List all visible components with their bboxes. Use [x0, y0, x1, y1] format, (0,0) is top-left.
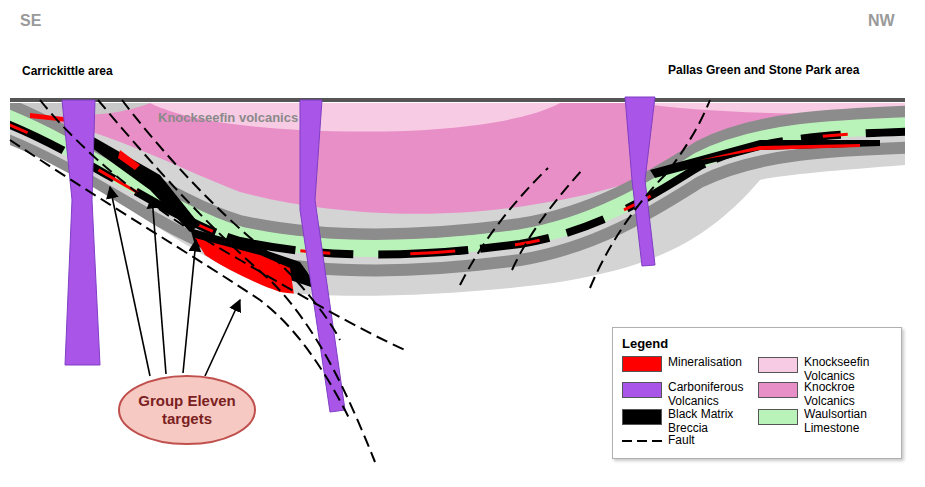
legend-swatch — [622, 409, 662, 425]
legend-fault-sample — [622, 436, 662, 446]
legend-text: Black Matrix Breccia — [668, 408, 758, 436]
direction-label: NW — [868, 12, 895, 30]
legend-swatch — [758, 409, 798, 425]
target-ellipse: Group Eleven targets — [117, 374, 257, 446]
legend-text: Mineralisation — [668, 356, 758, 370]
legend-swatch — [758, 357, 798, 373]
legend-text: Carboniferous Volcanics — [668, 381, 758, 409]
legend-text: Waulsortian Limestone — [804, 408, 894, 436]
direction-label: SE — [20, 12, 41, 30]
area-label: Pallas Green and Stone Park area — [668, 63, 859, 77]
legend-swatch — [622, 356, 662, 372]
legend-title: Legend — [622, 336, 668, 351]
legend-text: Fault — [668, 434, 758, 448]
legend-text: Knockroe Volcanics — [804, 381, 894, 409]
target-text: Group Eleven targets — [135, 392, 239, 428]
unit-label: Knockseefin volcanics — [158, 110, 298, 125]
legend-text: Knockseefin Volcanics — [804, 356, 894, 384]
area-label: Carrickittle area — [22, 64, 113, 78]
legend-swatch — [622, 382, 662, 398]
legend-swatch — [758, 382, 798, 398]
